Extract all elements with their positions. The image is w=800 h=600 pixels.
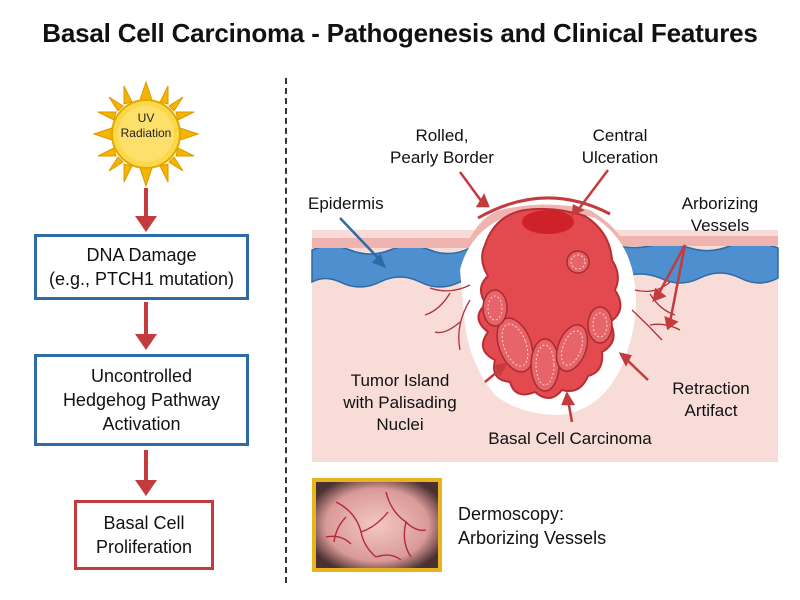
hedgehog-line3: Activation	[102, 414, 181, 434]
hedgehog-pathway-box: Uncontrolled Hedgehog Pathway Activation	[34, 354, 249, 446]
dna-damage-label: DNA Damage	[86, 245, 197, 265]
retraction-artifact-line2: Artifact	[684, 401, 738, 420]
basal-cell-proliferation-box: Basal Cell Proliferation	[74, 500, 214, 570]
flow-arrow-2	[135, 302, 157, 350]
rolled-border-line1: Rolled,	[415, 126, 469, 145]
tumor-island-line3: Nuclei	[376, 415, 424, 434]
arborizing-vessels-label: Arborizing Vessels	[660, 193, 780, 237]
sun-label-line1: UV	[137, 111, 155, 125]
dermoscopy-line1: Dermoscopy:	[458, 504, 565, 524]
dna-damage-box: DNA Damage (e.g., PTCH1 mutation)	[34, 234, 249, 300]
sun-label: UV Radiation	[92, 111, 200, 141]
proliferation-line1: Basal Cell	[103, 513, 185, 533]
retraction-artifact-line1: Retraction	[672, 379, 750, 398]
tumor-island-line1: Tumor Island	[350, 371, 450, 390]
bcc-label-text: Basal Cell Carcinoma	[488, 429, 652, 448]
tumor-island-line2: with Palisading	[343, 393, 457, 412]
dna-damage-example: (e.g., PTCH1 mutation)	[48, 269, 235, 289]
hedgehog-line2: Hedgehog Pathway	[62, 390, 221, 410]
proliferation-line2: Proliferation	[95, 537, 193, 557]
central-ulceration-label: Central Ulceration	[565, 125, 675, 169]
arborizing-vessels-line1: Arborizing	[681, 194, 759, 213]
page-title: Basal Cell Carcinoma - Pathogenesis and …	[42, 18, 758, 48]
sun-label-line2: Radiation	[120, 126, 172, 140]
dermoscopy-vessels-icon	[316, 482, 438, 568]
epidermis-label-text: Epidermis	[308, 194, 384, 213]
bcc-label: Basal Cell Carcinoma	[470, 428, 670, 450]
central-ulceration-line2: Ulceration	[581, 148, 659, 167]
sun-icon	[92, 80, 200, 188]
retraction-artifact-label: Retraction Artifact	[656, 378, 766, 422]
hedgehog-line1: Uncontrolled	[90, 366, 193, 386]
flow-arrow-3	[135, 450, 157, 496]
central-ulceration-line1: Central	[592, 126, 648, 145]
rolled-border-line2: Pearly Border	[390, 148, 494, 167]
dermoscopy-image	[312, 478, 442, 572]
skin-cross-section	[311, 169, 779, 462]
epidermis-label: Epidermis	[308, 193, 408, 215]
dermoscopy-line2: Arborizing Vessels	[458, 528, 607, 548]
panel-divider	[285, 78, 287, 583]
rolled-border-arc	[477, 196, 611, 220]
dermoscopy-label: Dermoscopy: Arborizing Vessels	[458, 502, 606, 550]
rolled-border-label: Rolled, Pearly Border	[372, 125, 512, 169]
tumor-island-label: Tumor Island with Palisading Nuclei	[330, 370, 470, 436]
arborizing-vessels-line2: Vessels	[690, 216, 750, 235]
flow-arrow-1	[135, 188, 157, 232]
